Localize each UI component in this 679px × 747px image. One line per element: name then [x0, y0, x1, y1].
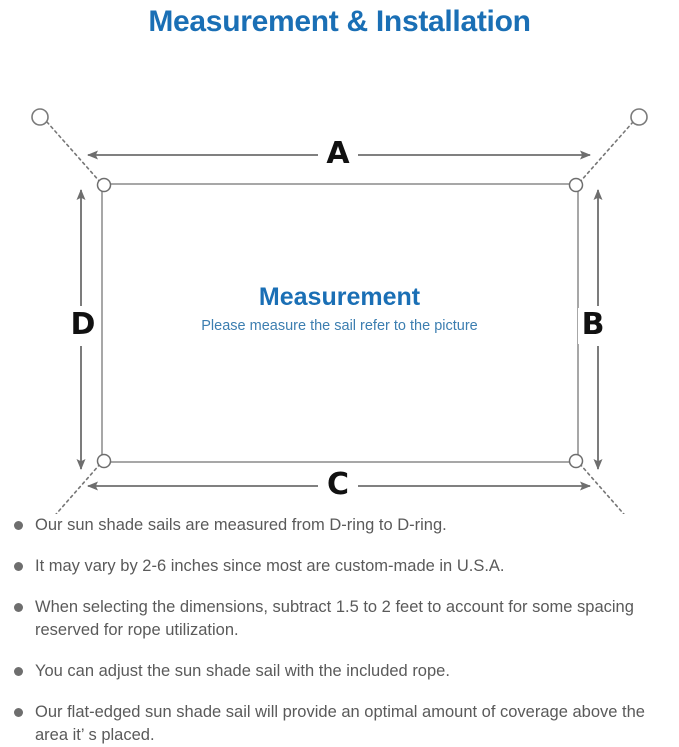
d-ring-bottom-right — [568, 453, 584, 469]
dotted-rope-top-left — [46, 121, 102, 184]
list-item: Our sun shade sails are measured from D-… — [14, 514, 665, 537]
d-ring-top-left — [96, 177, 112, 193]
dotted-rope-bottom-left — [55, 462, 102, 514]
d-ring-bottom-left — [96, 453, 112, 469]
note-text: You can adjust the sun shade sail with t… — [35, 662, 450, 680]
list-item: Our flat-edged sun shade sail will provi… — [14, 701, 665, 747]
note-text: When selecting the dimensions, subtract … — [35, 598, 634, 639]
note-text: It may vary by 2-6 inches since most are… — [35, 557, 505, 575]
anchor-point-top-right — [630, 108, 648, 126]
bullet-icon — [14, 562, 23, 571]
bullet-icon — [14, 603, 23, 612]
bullet-icon — [14, 667, 23, 676]
dotted-rope-top-right — [578, 121, 634, 184]
measurement-diagram: Measurement Please measure the sail refe… — [0, 44, 679, 514]
notes-list: Our sun shade sails are measured from D-… — [0, 514, 679, 747]
bullet-icon — [14, 708, 23, 717]
note-text: Our flat-edged sun shade sail will provi… — [35, 703, 645, 744]
list-item: You can adjust the sun shade sail with t… — [14, 660, 665, 683]
sail-rectangle — [101, 183, 579, 463]
d-rings-group — [96, 177, 584, 469]
rope-lines-group — [46, 121, 634, 514]
page-title: Measurement & Installation — [148, 5, 531, 38]
list-item: It may vary by 2-6 inches since most are… — [14, 555, 665, 578]
bullet-icon — [14, 521, 23, 530]
anchor-points-group — [31, 108, 648, 126]
note-text: Our sun shade sails are measured from D-… — [35, 516, 447, 534]
list-item: When selecting the dimensions, subtract … — [14, 596, 665, 642]
measurement-diagram-svg — [31, 108, 648, 514]
d-ring-top-right — [568, 177, 584, 193]
anchor-point-top-left — [31, 108, 49, 126]
dotted-rope-bottom-right — [578, 462, 625, 514]
